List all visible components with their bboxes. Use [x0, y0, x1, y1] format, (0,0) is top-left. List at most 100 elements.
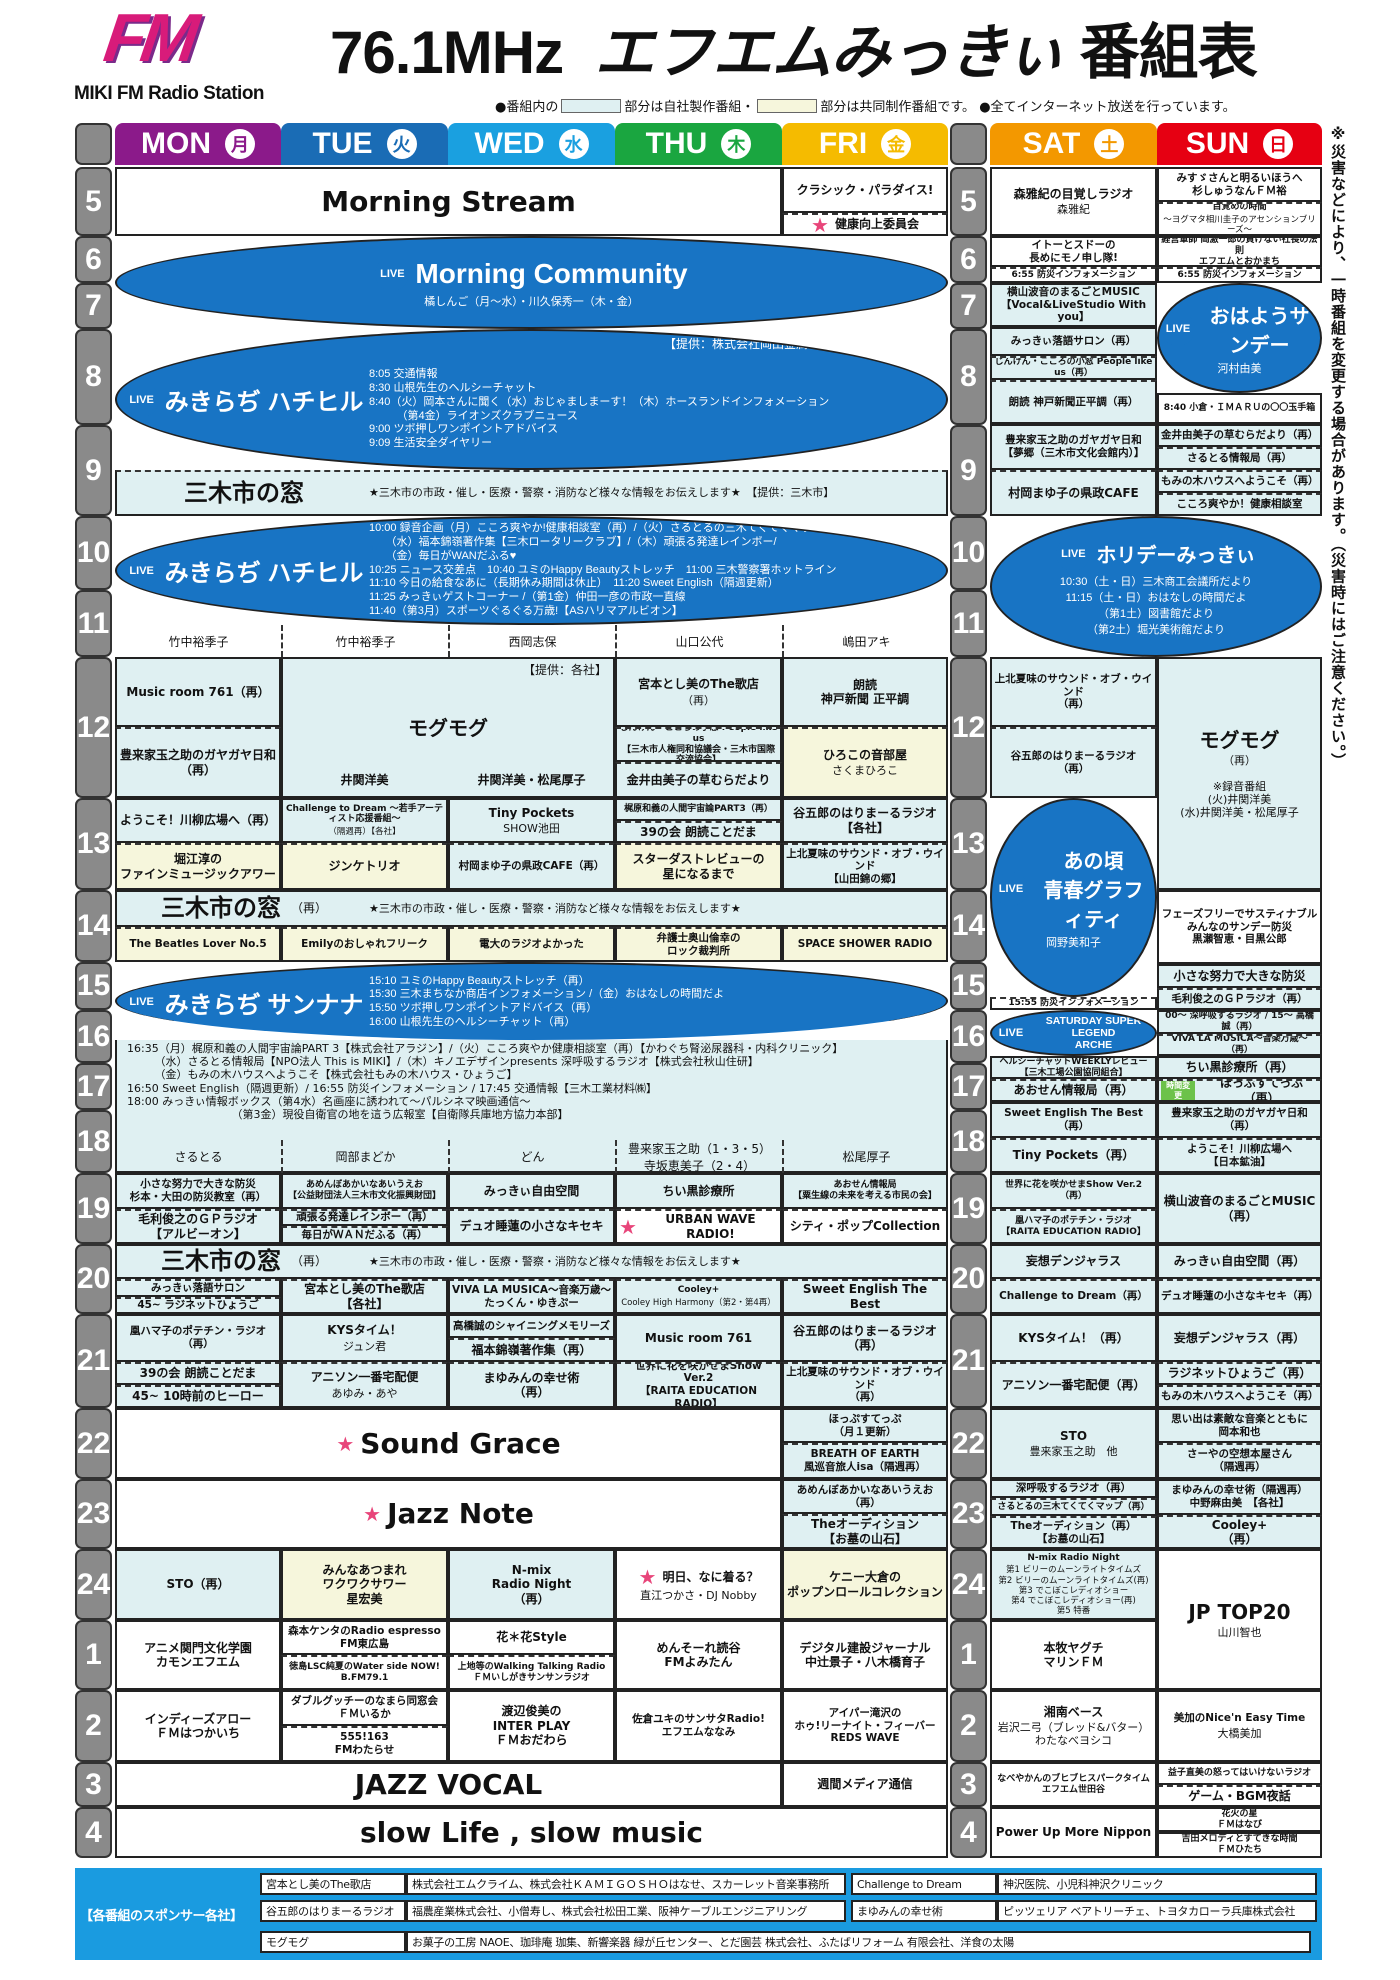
program-ms[interactable]: Morning Stream — [115, 167, 782, 236]
program-m24[interactable]: STO（再） — [115, 1549, 281, 1620]
program-f23b[interactable]: Theオーディション 【お墓の山石】 — [782, 1514, 948, 1549]
program-s23b[interactable]: さるとるの三木てくてくマップ（再） — [990, 1498, 1157, 1516]
program-h14[interactable]: 弁護士奥山倫幸の ロック裁判所 — [615, 927, 782, 962]
program-f1[interactable]: デジタル建設ジャーナル 中辻景子・八木橋育子 — [782, 1620, 948, 1690]
program-u15a[interactable]: 小さな努力で大きな防災 — [1157, 964, 1322, 988]
program-f14[interactable]: SPACE SHOWER RADIO — [782, 927, 948, 962]
program-u22a[interactable]: 思い出は素敵な音楽とともに 岡本和也 — [1157, 1408, 1322, 1443]
program-f20[interactable]: Sweet English The Best — [782, 1279, 948, 1314]
program-w2[interactable]: 渡辺俊美の INTER PLAY ＦＭおだわら — [448, 1690, 615, 1762]
program-s4[interactable]: Power Up More Nippon — [990, 1807, 1157, 1858]
program-sl[interactable]: slow Life , slow music — [115, 1807, 948, 1858]
program-u22b[interactable]: さーやの空想本屋さん （隔週再） — [1157, 1443, 1322, 1479]
program-f13b[interactable]: 上北夏味のサウンド・オブ・ウインド 【山田錦の郷】 — [782, 843, 948, 890]
program-s3[interactable]: なべやかんのブヒブヒスパークタイム エフエム世田谷 — [990, 1762, 1157, 1807]
program-m2[interactable]: インディーズアロー ＦＭはつかいち — [115, 1690, 281, 1762]
program-u9c[interactable]: もみの木ハウスへようこそ（再） — [1157, 470, 1322, 493]
program-h13a[interactable]: 梶原和義の人間宇宙論PART3（再） — [615, 798, 782, 821]
program-f22a[interactable]: ほっぷすてっぷ （月１更新） — [782, 1408, 948, 1443]
program-w20[interactable]: VIVA LA MUSICA～音楽万歳～ たっくん・ゆきぷー — [448, 1279, 615, 1314]
program-h24[interactable]: ★明日、なに着る？直江つかさ・DJ Nobby — [615, 1549, 782, 1620]
program-f13a[interactable]: 谷五郎のはりまーるラジオ 【各社】 — [782, 798, 948, 843]
program-u4b[interactable]: 吉田メロディとすてきな時間 ＦＭひたち — [1157, 1832, 1322, 1858]
program-u17a[interactable]: ちい黒診療所（再） — [1157, 1056, 1322, 1079]
program-m19a[interactable]: 小さな努力で大きな防災 杉本・大田の防災教室（再） — [115, 1173, 281, 1209]
program-w14[interactable]: 電大のラジオよかった — [448, 927, 615, 962]
program-s1[interactable]: 本牧ヤグチ マリンＦＭ — [990, 1620, 1157, 1690]
program-s19b[interactable]: 凰ハマ子のポテチン・ラジオ 【RAITA EDUCATION RADIO】 — [990, 1209, 1157, 1244]
program-f3[interactable]: 週間メディア通信 — [782, 1762, 948, 1807]
program-h21b[interactable]: 世界に花を咲かせまShow Ver.2 【RAITA EDUCATION RAD… — [615, 1362, 782, 1408]
program-t21b[interactable]: アニソン一番宅配便あゆみ・あや — [281, 1362, 448, 1408]
program-u3a[interactable]: 益子直美の怒ってはいけないラジオ — [1157, 1762, 1322, 1785]
program-t19b[interactable]: 頑張る発達レインボー（再） — [281, 1209, 448, 1226]
program-m21a[interactable]: 凰ハマ子のポテチン・ラジオ （再） — [115, 1314, 281, 1362]
program-h12c[interactable]: 金井由美子の草むらだより — [615, 762, 782, 798]
program-t21a[interactable]: KYSタイム！ジュン君 — [281, 1314, 448, 1362]
program-s8b[interactable]: じんけん・こころの小窓 People like us（再） — [990, 356, 1157, 380]
program-u20a[interactable]: みっきぃ自由空間（再） — [1157, 1244, 1322, 1279]
program-s23a[interactable]: 深呼吸するラジオ（再） — [990, 1479, 1157, 1498]
program-m12b[interactable]: 豊来家玉之助のガヤガヤ日和 （再） — [115, 727, 281, 798]
program-w19a[interactable]: みっきぃ自由空間 — [448, 1173, 615, 1209]
program-s12a[interactable]: 上北夏味のサウンド・オブ・ウインド （再） — [990, 657, 1157, 727]
program-u9a[interactable]: 金井由美子の草むらだより（再） — [1157, 424, 1322, 447]
program-sg[interactable]: ★Sound Grace — [115, 1408, 782, 1479]
program-f24[interactable]: ケニー大倉の ポップンロールコレクション — [782, 1549, 948, 1620]
program-m13a[interactable]: ようこそ！川柳広場へ（再） — [115, 798, 281, 843]
program-f21b[interactable]: 上北夏味のサウンド・オブ・ウインド （再） — [782, 1362, 948, 1408]
program-m14[interactable]: The Beatles Lover No.5 — [115, 927, 281, 962]
program-t24[interactable]: みんなあつまれ ワクワクサワー 星宏美 — [281, 1549, 448, 1620]
program-m20a[interactable]: みっきぃ落語サロン — [115, 1279, 281, 1297]
program-f22b[interactable]: BREATH OF EARTH 風巡音旅人isa（隔週再） — [782, 1443, 948, 1479]
program-fri5a[interactable]: クラシック・パラダイス! — [782, 167, 948, 213]
program-w13b[interactable]: 村岡まゆ子の県政CAFE（再） — [448, 843, 615, 890]
program-s21b[interactable]: アニソン一番宅配便（再） — [990, 1362, 1157, 1408]
program-u9b[interactable]: さるとる情報局（再） — [1157, 447, 1322, 470]
program-u12[interactable]: モグモグ（再） ※録音番組 (火)井関洋美 (水)井関洋美・松尾厚子 — [1157, 657, 1322, 890]
program-w21c[interactable]: まゆみんの幸せ術 （再） — [448, 1362, 615, 1408]
program-h21a[interactable]: Music room 761 — [615, 1314, 782, 1362]
program-w21b[interactable]: 福本錦嶺著作集（再） — [448, 1338, 615, 1362]
program-u23a[interactable]: まゆみんの幸せ術（隔週再） 中野麻由美 【各社】 — [1157, 1479, 1322, 1515]
program-h12a[interactable]: 宮本とし美のThe歌店（再） — [615, 657, 782, 727]
program-t20[interactable]: 宮本とし美のThe歌店 【各社】 — [281, 1279, 448, 1314]
program-s20b[interactable]: Challenge to Dream（再） — [990, 1279, 1157, 1314]
program-f21a[interactable]: 谷五郎のはりまーるラジオ （再） — [782, 1314, 948, 1362]
program-u21c[interactable]: もみの木ハウスへようこそ（再） — [1157, 1385, 1322, 1408]
program-w1a[interactable]: 花＊花Style — [448, 1620, 615, 1655]
program-sannana2[interactable]: 16:35（月）梶原和義の人間宇宙論PART 3【株式会社アラジン】/（火）ここ… — [115, 1040, 948, 1173]
program-u4a[interactable]: 花火の星 ＦＭはなび — [1157, 1807, 1322, 1832]
program-h19a[interactable]: ちい黒診療所 — [615, 1173, 782, 1209]
program-u20b[interactable]: デュオ睡蓮の小さなキセキ（再） — [1157, 1279, 1322, 1314]
program-u18a[interactable]: 豊来家玉之助のガヤガヤ日和 （再） — [1157, 1102, 1322, 1138]
program-s8a[interactable]: みっきぃ落語サロン（再） — [990, 327, 1157, 356]
program-w19b[interactable]: デュオ睡蓮の小さなキセキ — [448, 1209, 615, 1244]
program-s17a[interactable]: ヘルシーチャットWEEKLYレビュー 【三木工場公園協同組合】 — [990, 1056, 1157, 1079]
program-m19b[interactable]: 毛利俊之のＧＰラジオ 【アルビーオン】 — [115, 1209, 281, 1244]
program-s19a[interactable]: 世界に花を咲かせまShow Ver.2（再） — [990, 1173, 1157, 1209]
program-f23a[interactable]: あめんぼあかいなあいうえお（再） — [782, 1479, 948, 1514]
program-u21a[interactable]: 妄想デンジャラス（再） — [1157, 1314, 1322, 1362]
program-u18b[interactable]: ようこそ！川柳広場へ 【日本鉱油】 — [1157, 1138, 1322, 1173]
program-t2b[interactable]: 555!163 FMわたらせ — [281, 1726, 448, 1762]
program-s12b[interactable]: 谷五郎のはりまーるラジオ （再） — [990, 727, 1157, 798]
program-s21a[interactable]: KYSタイム！（再） — [990, 1314, 1157, 1362]
program-s20a[interactable]: 妄想デンジャラス — [990, 1244, 1157, 1279]
program-t14[interactable]: Emilyのおしゃれフリーク — [281, 927, 448, 962]
program-mogn2[interactable]: 井関洋美・松尾厚子 — [448, 765, 615, 795]
